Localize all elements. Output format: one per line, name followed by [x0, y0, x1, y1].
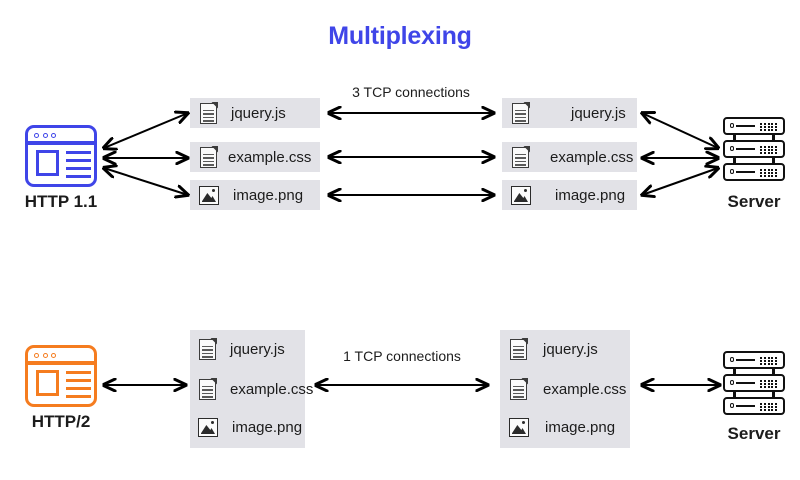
http2-right-file-row-1: jquery.js	[500, 334, 630, 364]
http1-server-label: Server	[727, 192, 781, 211]
server-unit	[723, 397, 785, 415]
document-icon	[510, 337, 528, 360]
http2-client-browser-icon	[25, 345, 97, 407]
server-unit	[723, 163, 785, 181]
http1-client-fan-arrows	[100, 100, 192, 210]
file-name: image.png	[233, 186, 304, 204]
page-title: Multiplexing	[328, 22, 472, 50]
server-unit	[723, 117, 785, 135]
document-icon	[512, 145, 530, 168]
browser-window-dots	[34, 132, 56, 138]
file-name: example.css	[230, 380, 314, 398]
http2-right-file-row-3: image.png	[500, 412, 630, 442]
document-icon	[200, 145, 218, 168]
http1-client-label: HTTP 1.1	[24, 192, 98, 211]
http1-tcp-connection-arrows	[325, 98, 498, 210]
document-icon	[200, 101, 218, 124]
http1-server-fan-arrows	[640, 100, 722, 210]
browser-titlebar	[28, 141, 94, 145]
file-name: jquery.js	[543, 340, 598, 358]
http1-left-file-row-2: example.css	[190, 142, 320, 172]
browser-content-pane	[36, 370, 59, 396]
http2-client-label: HTTP/2	[31, 412, 91, 431]
file-name: image.png	[232, 418, 303, 436]
image-file-icon	[198, 417, 218, 437]
browser-window-dots	[34, 352, 56, 358]
file-name: jquery.js	[230, 340, 285, 358]
image-file-icon	[511, 185, 531, 205]
http1-left-file-row-1: jquery.js	[190, 98, 320, 128]
http1-client-browser-icon	[25, 125, 97, 187]
file-name: example.css	[543, 380, 627, 398]
http2-tcp-connection-arrow	[312, 370, 492, 400]
browser-content-pane	[36, 150, 59, 176]
document-icon	[199, 377, 217, 400]
http1-right-file-row-1: jquery.js	[502, 98, 637, 128]
server-unit	[723, 374, 785, 392]
http2-right-file-row-2: example.css	[500, 374, 630, 404]
browser-titlebar	[28, 361, 94, 365]
file-name: jquery.js	[231, 104, 286, 122]
http2-connection-label: 1 TCP connections	[343, 348, 461, 364]
server-unit	[723, 351, 785, 369]
image-file-icon	[199, 185, 219, 205]
http1-connection-label: 3 TCP connections	[352, 84, 470, 100]
http2-client-arrow	[100, 370, 190, 400]
http1-right-file-row-2: example.css	[502, 142, 637, 172]
file-name: example.css	[550, 148, 634, 166]
file-name: jquery.js	[571, 104, 626, 122]
http1-right-file-row-3: image.png	[502, 180, 637, 210]
http2-server-arrow	[638, 370, 724, 400]
browser-content-lines	[66, 371, 91, 403]
document-icon	[199, 337, 217, 360]
http2-server-icon	[723, 351, 785, 419]
http2-left-file-row-2: example.css	[190, 374, 313, 404]
browser-content-lines	[66, 151, 91, 183]
file-name: image.png	[555, 186, 626, 204]
server-unit	[723, 140, 785, 158]
http2-left-file-row-1: jquery.js	[190, 334, 305, 364]
http1-server-icon	[723, 117, 785, 185]
image-file-icon	[509, 417, 529, 437]
document-icon	[512, 101, 530, 124]
document-icon	[510, 377, 528, 400]
file-name: image.png	[545, 418, 616, 436]
http2-server-label: Server	[727, 424, 781, 443]
file-name: example.css	[228, 148, 312, 166]
http2-left-file-row-3: image.png	[190, 412, 305, 442]
http1-left-file-row-3: image.png	[190, 180, 320, 210]
